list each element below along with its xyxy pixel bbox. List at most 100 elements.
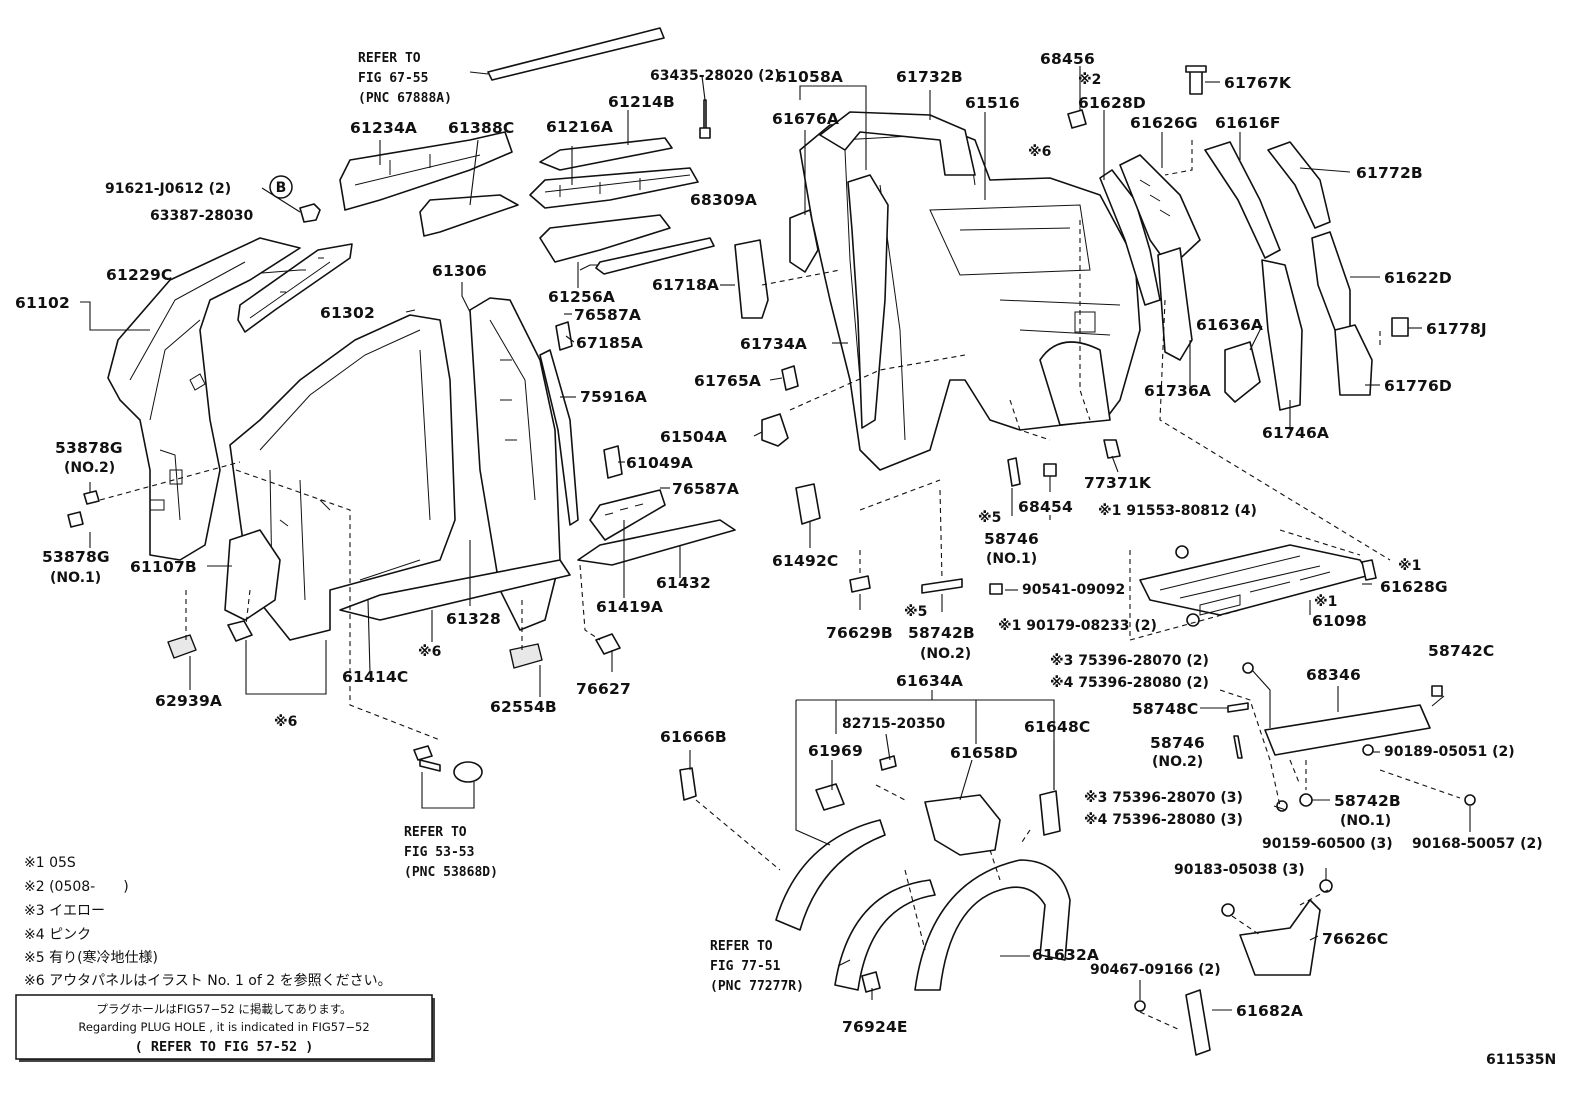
label-76627: 76627 xyxy=(576,680,631,698)
label-82715: 82715-20350 xyxy=(842,716,945,732)
part-58742B-no1-shape xyxy=(1299,793,1313,807)
label-61636A: 61636A xyxy=(1196,316,1263,334)
label-90541: 90541-09092 xyxy=(1022,582,1125,598)
label-61432: 61432 xyxy=(656,574,711,592)
label-ref1-line2: FIG 67-55 xyxy=(358,71,428,86)
label-no2-b: (NO.2) xyxy=(920,646,971,662)
label-61328: 61328 xyxy=(446,610,501,628)
label-90183: 90183-05038 (3) xyxy=(1174,862,1305,878)
label-90467: 90467-09166 (2) xyxy=(1090,962,1221,978)
part-61736A-shape xyxy=(1157,247,1193,361)
callout-circle-b xyxy=(269,175,293,199)
label-75396-80-2: ※4 75396-28080 (2) xyxy=(1050,675,1209,691)
label-mark5-b: ※5 xyxy=(904,604,927,620)
part-90467-shape xyxy=(1134,1000,1146,1012)
part-90159-shape xyxy=(1221,903,1235,917)
label-61767K: 61767K xyxy=(1224,74,1292,92)
label-ref1-line3: (PNC 67888A) xyxy=(358,91,452,106)
label-76587A-2: 76587A xyxy=(672,480,739,498)
part-61622D-shape xyxy=(1311,231,1351,331)
label-mark1-r2: ※1 xyxy=(1314,594,1337,610)
label-90189: 90189-05051 (2) xyxy=(1384,744,1515,760)
part-61718A-shape xyxy=(734,239,769,319)
callout-letter-b: B xyxy=(276,180,287,196)
part-61049A-shape xyxy=(603,445,623,479)
label-61622D: 61622D xyxy=(1384,269,1452,287)
part-61636A-shape xyxy=(1224,341,1261,403)
part-61628G-shape xyxy=(1361,559,1377,581)
label-61214B: 61214B xyxy=(608,93,675,111)
plug-hole-box-frame xyxy=(15,994,433,1060)
note-4: ※4 ピンク xyxy=(24,927,91,943)
label-58742B-no1: 58742B xyxy=(1334,792,1401,810)
label-62939A: 62939A xyxy=(155,692,222,710)
label-67185A: 67185A xyxy=(576,334,643,352)
label-91621: 91621-J0612 (2) xyxy=(105,181,231,197)
label-76924E: 76924E xyxy=(842,1018,908,1036)
note-6: ※6 アウタパネルはイラスト No. 1 of 2 を参照ください。 xyxy=(24,972,392,989)
label-61718A: 61718A xyxy=(652,276,719,294)
label-61419A: 61419A xyxy=(596,598,663,616)
label-61492C: 61492C xyxy=(772,552,839,570)
part-ref-77-51-shape xyxy=(834,879,936,991)
part-61676A-shape xyxy=(789,209,819,273)
part-61626G-shape xyxy=(1119,154,1201,269)
part-53878G-no2-shape xyxy=(83,490,100,505)
label-90179: ※1 90179-08233 (2) xyxy=(998,618,1157,634)
label-58742C: 58742C xyxy=(1428,642,1495,660)
label-58748C: 58748C xyxy=(1132,700,1199,718)
part-75916A-shape xyxy=(539,349,579,526)
label-61732B: 61732B xyxy=(896,68,963,86)
label-58746-no1: 58746 xyxy=(984,530,1039,548)
label-ref3-line3: (PNC 77277R) xyxy=(710,979,804,994)
note-2: ※2 (0508- ) xyxy=(24,879,129,895)
part-61102-shape xyxy=(107,237,301,561)
part-61414C-shape xyxy=(339,559,571,621)
label-61648C: 61648C xyxy=(1024,718,1091,736)
label-61765A: 61765A xyxy=(694,372,761,390)
label-mark1-r: ※1 xyxy=(1398,558,1421,574)
labels: 61102 61229C 91621-J0612 (2) 63387-28030… xyxy=(15,50,1556,1068)
part-76627-shape xyxy=(595,633,621,655)
label-mark2-top: ※2 xyxy=(1078,72,1101,88)
label-61772B: 61772B xyxy=(1356,164,1423,182)
part-61388C-shape xyxy=(419,194,519,237)
part-61666B-shape xyxy=(679,767,697,801)
label-75396-70-3: ※3 75396-28070 (3) xyxy=(1084,790,1243,806)
label-mark5-a: ※5 xyxy=(978,510,1001,526)
part-90179-shape xyxy=(1186,613,1200,627)
label-61969: 61969 xyxy=(808,742,863,760)
label-61414C: 61414C xyxy=(342,668,409,686)
diagram-id: 611535N xyxy=(1486,1052,1556,1068)
label-61229C: 61229C xyxy=(106,266,173,284)
label-mark6-low: ※6 xyxy=(274,714,297,730)
label-mark6-mid: ※6 xyxy=(418,644,441,660)
label-61736A: 61736A xyxy=(1144,382,1211,400)
label-58742B-no2: 58742B xyxy=(908,624,975,642)
leader-lines xyxy=(80,66,1471,1011)
note-5: ※5 有り(寒冷地仕様) xyxy=(24,949,158,966)
part-58748C-shape xyxy=(1227,702,1249,713)
part-61682A-shape xyxy=(1185,989,1211,1056)
label-90168: 90168-50057 (2) xyxy=(1412,836,1543,852)
label-no2-a: (NO.2) xyxy=(64,460,115,476)
label-ref3-line2: FIG 77-51 xyxy=(710,959,781,974)
part-62939A-b-shape xyxy=(227,620,253,642)
label-75916A: 75916A xyxy=(580,388,647,406)
label-61049A: 61049A xyxy=(626,454,693,472)
part-91553-shape xyxy=(1175,545,1189,559)
label-68454: 68454 xyxy=(1018,498,1073,516)
label-no1-c: (NO.1) xyxy=(1340,813,1391,829)
label-61306: 61306 xyxy=(432,262,487,280)
label-61256A: 61256A xyxy=(548,288,615,306)
part-90168-shape xyxy=(1464,794,1476,806)
part-63387-shape xyxy=(299,203,321,223)
part-61234A-shape xyxy=(339,131,513,211)
label-ref3-line1: REFER TO xyxy=(710,939,773,954)
label-76587A-1: 76587A xyxy=(574,306,641,324)
label-62554B: 62554B xyxy=(490,698,557,716)
part-61632A-shape xyxy=(914,859,1071,991)
label-61098: 61098 xyxy=(1312,612,1367,630)
label-no2-c: (NO.2) xyxy=(1152,754,1203,770)
